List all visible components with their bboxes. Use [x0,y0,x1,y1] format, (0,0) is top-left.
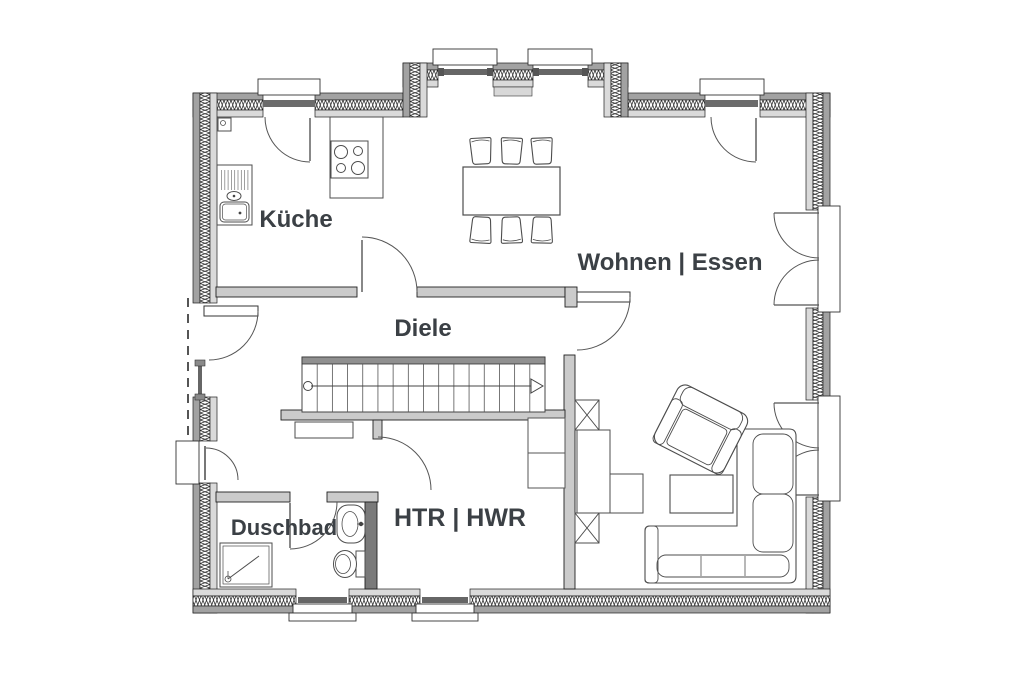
sideboard [609,473,644,514]
entry-door [203,305,259,361]
staircase [301,356,546,413]
htr-door [377,436,432,491]
dining-chair [530,216,553,244]
room-label-duschbad: Duschbad [231,515,337,540]
side-entry-door [175,440,239,485]
bay-window-right [527,48,593,76]
washbasin [336,504,366,544]
room-label-kueche: Küche [259,206,332,233]
room-label-diele: Diele [394,315,451,342]
wohnen-door [576,291,631,351]
room-label-htr-hwr: HTR | HWR [394,504,526,532]
wall-essen-diele [416,286,566,298]
kitchen-interior-door [361,236,418,293]
wall-stub-htr-door [372,419,383,440]
dining-chair [469,216,492,245]
coffee-table [669,474,734,514]
bath-window [288,597,357,622]
wall-stub-wohnen [564,286,578,308]
stair-direction-arrow-icon [530,378,544,394]
toilet [333,550,366,578]
armchair [652,384,749,475]
room-label-wohnen-essen: Wohnen | Essen [578,249,763,276]
terrace-french-door-upper [773,205,841,313]
exterior-walls [192,62,831,614]
interior-walls [215,286,578,590]
installation-wall [364,501,378,590]
dining-chair [500,137,524,165]
wardrobe [294,421,354,439]
dining-chair [530,137,553,165]
dining-chairs [469,136,553,245]
bay-pillar-inner [493,86,533,97]
wall-wohnen-htr [563,354,576,590]
wall-duschbad-corridor [215,491,291,503]
kitchen-sink [216,164,253,226]
living-top-exterior-door [699,78,765,163]
bay-window-left [432,48,498,76]
dining-chair [500,216,524,244]
shower [219,542,273,588]
duschbad-door [289,501,338,550]
htr-window [411,597,479,622]
entry-sidelight-window [194,359,206,401]
chimney [574,399,611,544]
cooktop-counter [329,116,384,199]
appliances [527,417,566,489]
stair-start-circle [303,381,313,391]
wall-kueche-diele [215,286,358,298]
wall-wc-corridor [326,491,379,503]
corner-sofa [644,428,797,584]
downpipe [217,117,232,132]
dining-table [462,166,561,216]
dining-chair [469,136,492,165]
kitchen-exterior-door [257,78,321,163]
